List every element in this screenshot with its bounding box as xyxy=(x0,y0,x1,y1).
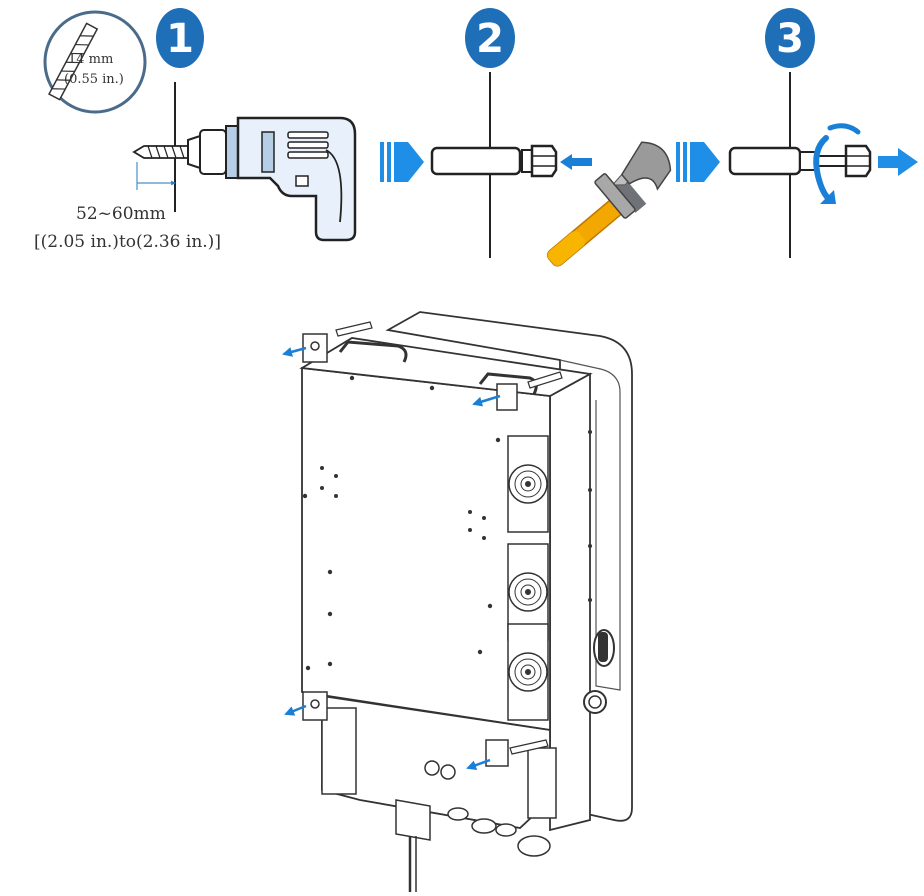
depth-mm-label: 52~60mm xyxy=(76,204,166,224)
bolt-tighten-icon xyxy=(728,144,872,178)
push-arrow-icon xyxy=(560,154,592,170)
power-button-icon xyxy=(583,690,607,714)
step-2-number: 2 xyxy=(476,16,504,62)
hammer-icon xyxy=(546,141,672,267)
drill-bit-icon xyxy=(43,10,147,114)
wrench-rotate-icon xyxy=(813,123,861,204)
step-arrow-1 xyxy=(380,142,424,182)
front-panel-screws xyxy=(302,375,592,671)
depth-inches-label: [(2.05 in.)to(2.36 in.)] xyxy=(34,232,221,252)
step-arrow-2 xyxy=(676,142,720,182)
step-2-badge: 2 xyxy=(465,8,515,68)
drill-bit-shaft xyxy=(132,145,191,159)
fan-1-icon xyxy=(507,435,549,533)
pull-arrow-icon xyxy=(878,148,918,176)
expansion-bolt-icon xyxy=(430,144,558,178)
fan-3-icon xyxy=(507,623,549,721)
step-1-badge: 1 xyxy=(156,8,204,68)
drill-bit-size-in: (0.55 in.) xyxy=(64,72,124,87)
drill-bit-size-mm: 14 mm xyxy=(68,52,114,67)
step-1-number: 1 xyxy=(166,16,194,62)
remove-screw-arrows xyxy=(282,346,501,770)
cable-glands xyxy=(395,760,551,857)
inverter-icon xyxy=(299,311,633,892)
dc-switch-icon xyxy=(593,629,615,667)
step-3-badge: 3 xyxy=(765,8,815,68)
step-3-number: 3 xyxy=(776,16,804,62)
drill-icon xyxy=(187,116,357,242)
depth-dimension xyxy=(136,162,176,190)
